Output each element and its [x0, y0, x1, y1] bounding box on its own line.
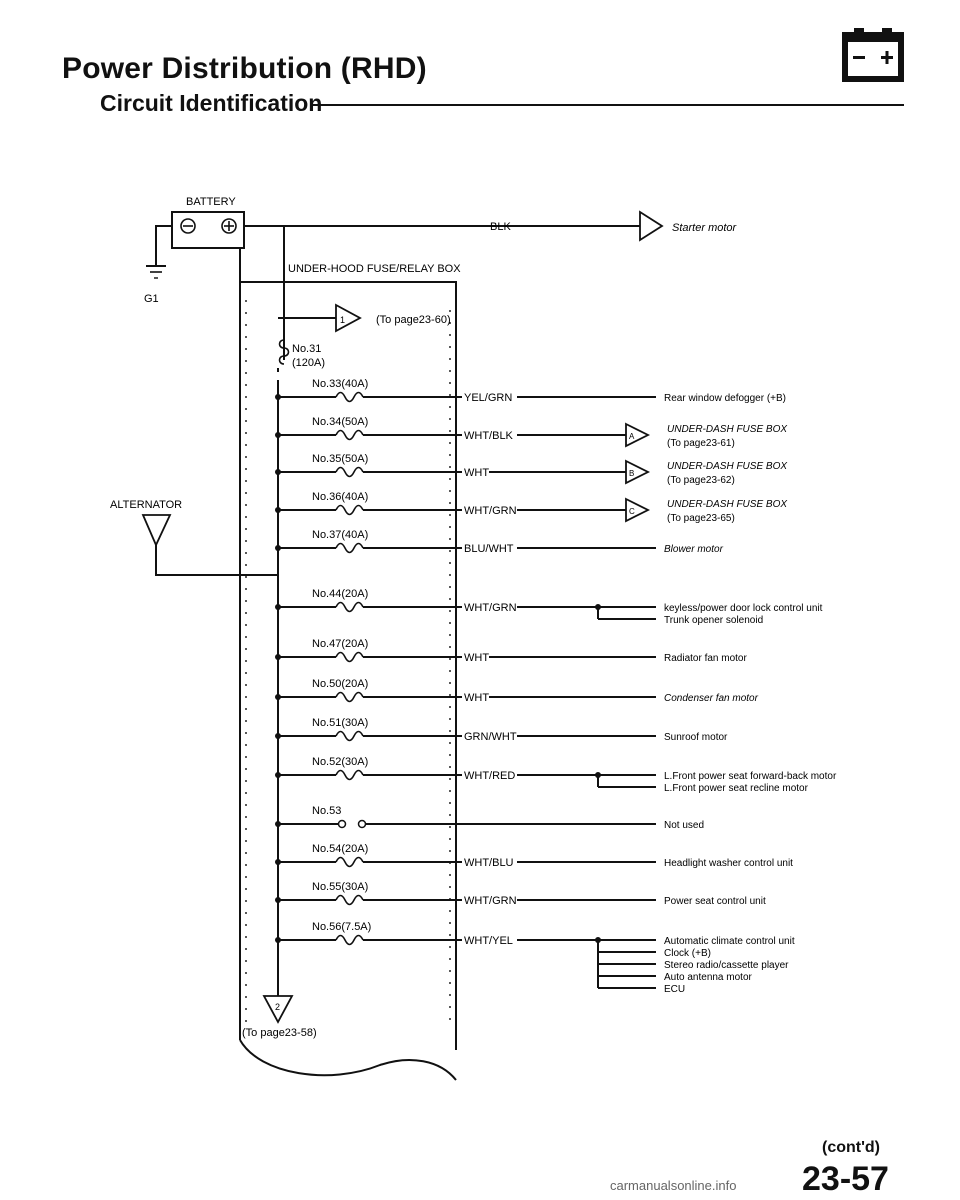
connector-2-number: 2 — [275, 1002, 280, 1012]
splice-point — [595, 604, 601, 610]
destination-label: keyless/power door lock control unit — [664, 603, 823, 614]
connector-1-number: 1 — [340, 315, 345, 325]
fuse-element — [335, 769, 364, 781]
fuse-label: No.56(7.5A) — [312, 921, 371, 933]
destination-label: Stereo radio/cassette player — [664, 960, 789, 971]
wire-color-label: WHT — [464, 692, 489, 704]
page-title: Power Distribution (RHD) — [62, 52, 427, 85]
wire-color-label: YEL/GRN — [464, 392, 512, 404]
fuse-label: No.44(20A) — [312, 588, 368, 600]
connector-letter: B — [629, 469, 634, 478]
fuse-element — [335, 691, 364, 703]
fuse-label: No.53 — [312, 805, 341, 817]
connector-letter: C — [629, 507, 635, 516]
destination-label: Trunk opener solenoid — [664, 615, 763, 626]
connector-letter: A — [629, 432, 635, 441]
wire-color-label: WHT/YEL — [464, 935, 513, 947]
wire-color-label: WHT/GRN — [464, 505, 517, 517]
destination-label: UNDER-DASH FUSE BOX — [667, 424, 787, 435]
battery-label: BATTERY — [186, 196, 236, 208]
fuse-element — [335, 934, 364, 946]
fuse-element — [335, 504, 364, 516]
destination-label: (To page23-65) — [667, 513, 735, 524]
fuse-label: No.51(30A) — [312, 717, 368, 729]
fuse-label: No.54(20A) — [312, 843, 368, 855]
fuse-element — [335, 542, 364, 554]
connector-1-ref: (To page23-60) — [376, 314, 451, 326]
destination-label: UNDER-DASH FUSE BOX — [667, 499, 787, 510]
box-label: UNDER-HOOD FUSE/RELAY BOX — [288, 263, 461, 275]
watermark: carmanualsonline.info — [610, 1178, 737, 1193]
destination-label: UNDER-DASH FUSE BOX — [667, 461, 787, 472]
fuse-element — [335, 391, 364, 403]
wire-color-label: WHT — [464, 652, 489, 664]
fuse-element — [335, 856, 364, 868]
wire-color-label: WHT/GRN — [464, 895, 517, 907]
destination-label: Power seat control unit — [664, 896, 766, 907]
fuse-element — [335, 730, 364, 742]
fuse-label: No.33(40A) — [312, 378, 368, 390]
fuse-rows: No.33(40A) YEL/GRN Rear window defogger (+… — [275, 378, 837, 995]
wire-color-label: WHT/BLK — [464, 430, 514, 442]
fuse-element — [335, 651, 364, 663]
connector-arrow — [625, 497, 651, 523]
fuse-label: No.52(30A) — [312, 756, 368, 768]
destination-label: Blower motor — [664, 544, 724, 555]
fuse-label: No.36(40A) — [312, 491, 368, 503]
wire-color-label: BLU/WHT — [464, 543, 514, 555]
title-rule — [312, 104, 904, 106]
open-fuse-terminal — [337, 819, 347, 829]
starter-wire-label: BLK — [490, 221, 511, 233]
destination-label: Clock (+B) — [664, 948, 711, 959]
destination-label: Auto antenna motor — [664, 972, 753, 983]
fuse-element — [335, 601, 364, 613]
destination-label: Sunroof motor — [664, 732, 728, 743]
connector-arrow — [625, 459, 651, 485]
destination-label: L.Front power seat recline motor — [664, 783, 809, 794]
wire-color-label: WHT/RED — [464, 770, 515, 782]
open-fuse-terminal — [357, 819, 367, 829]
fuse-label: No.55(30A) — [312, 881, 368, 893]
ground-label: G1 — [144, 293, 159, 305]
destination-label: Condenser fan motor — [664, 693, 759, 704]
fuse-label: No.50(20A) — [312, 678, 368, 690]
connector-arrow — [625, 422, 651, 448]
main-fuse-rating: (120A) — [292, 357, 325, 369]
destination-label: Radiator fan motor — [664, 653, 747, 664]
alternator-label: ALTERNATOR — [110, 499, 182, 511]
fuse-label: No.34(50A) — [312, 416, 368, 428]
page-number: 23-57 — [802, 1160, 889, 1198]
wire-color-label: WHT — [464, 467, 489, 479]
starter-dest-label: Starter motor — [672, 222, 738, 234]
destination-label: Rear window defogger (+B) — [664, 393, 786, 404]
destination-label: Headlight washer control unit — [664, 858, 793, 869]
destination-label: (To page23-61) — [667, 438, 735, 449]
destination-label: Not used — [664, 820, 704, 831]
destination-label: ECU — [664, 984, 685, 995]
main-fuse-label: No.31 — [292, 343, 321, 355]
destination-label: L.Front power seat forward-back motor — [664, 771, 837, 782]
fuse-label: No.47(20A) — [312, 638, 368, 650]
splice-point — [595, 772, 601, 778]
section-subtitle: Circuit Identification — [100, 90, 323, 116]
splice-point — [595, 937, 601, 943]
battery-icon — [842, 28, 904, 82]
fuse-element — [335, 894, 364, 906]
destination-label: Automatic climate control unit — [664, 936, 795, 947]
destination-label: (To page23-62) — [667, 475, 735, 486]
fuse-label: No.37(40A) — [312, 529, 368, 541]
connector-2-ref: (To page23-58) — [242, 1027, 317, 1039]
wire-color-label: WHT/GRN — [464, 602, 517, 614]
fuse-label: No.35(50A) — [312, 453, 368, 465]
wire-color-label: GRN/WHT — [464, 731, 517, 743]
continued-label: (cont'd) — [822, 1139, 881, 1156]
fuse-element — [335, 429, 364, 441]
wire-color-label: WHT/BLU — [464, 857, 514, 869]
fuse-element — [335, 466, 364, 478]
